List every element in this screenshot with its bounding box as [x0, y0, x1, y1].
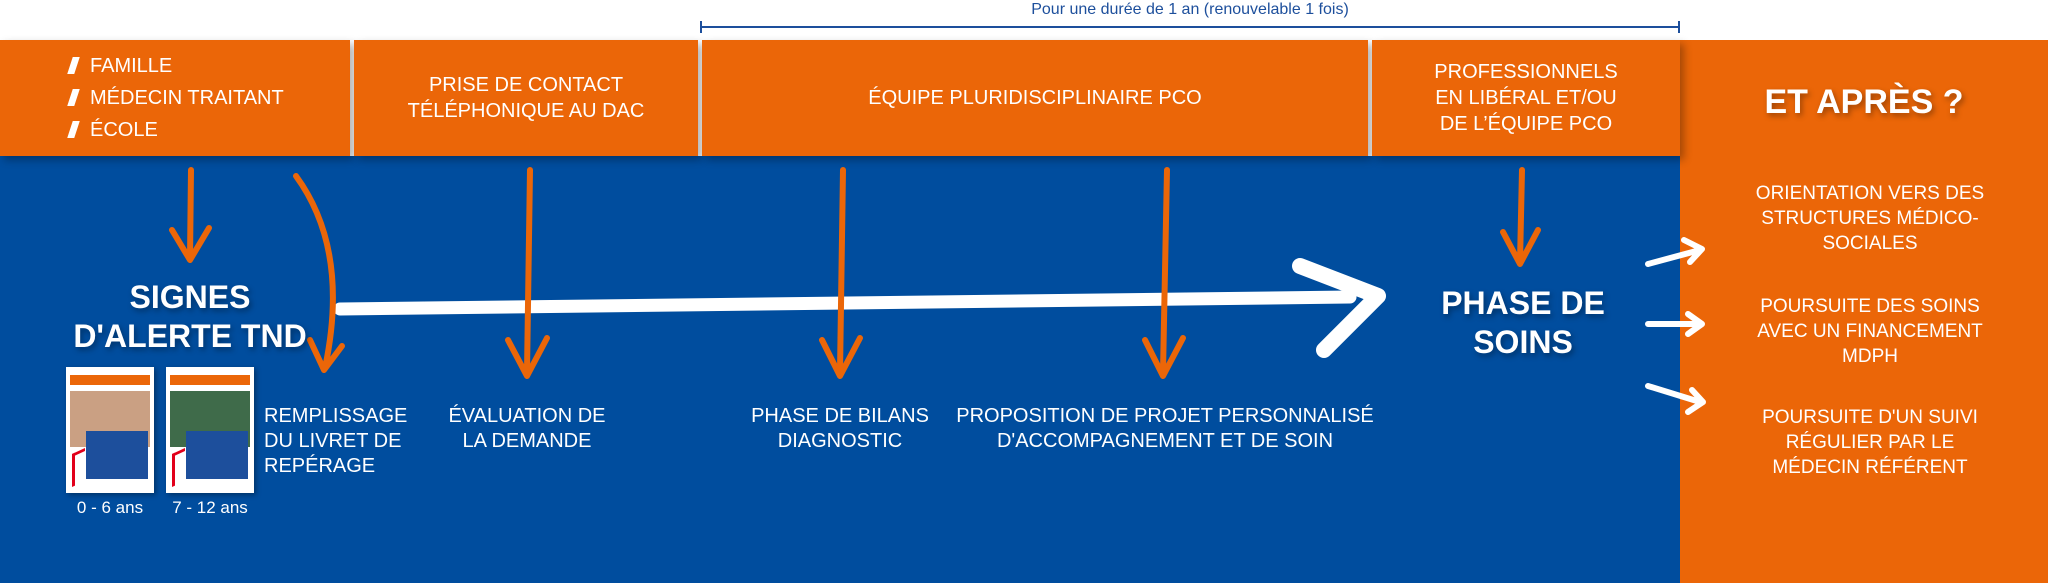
booklet-age-7-12: 7 - 12 ans — [172, 498, 248, 517]
step-contact: PRISE DE CONTACT TÉLÉPHONIQUE AU DAC — [354, 40, 698, 156]
step-team: ÉQUIPE PLURIDISCIPLINAIRE PCO — [702, 40, 1368, 156]
care-phase-title: PHASE DE SOINS — [1420, 284, 1626, 362]
stage-evaluation: ÉVALUATION DE LA DEMANDE — [448, 405, 606, 452]
signs-title-line1: SIGNES — [129, 279, 251, 315]
booklet-mark — [72, 447, 85, 488]
step-professionals-label: PROFESSIONNELS EN LIBÉRAL ET/OU DE L’ÉQU… — [1434, 61, 1618, 135]
after-item-referent: POURSUITE D'UN SUIVI RÉGULIER PAR LE MÉD… — [1762, 407, 1978, 478]
stage-bilans: PHASE DE BILANS DIAGNOSTIC — [751, 405, 929, 452]
after-arrow-2 — [1645, 311, 1705, 337]
booklet-0-6-image — [66, 367, 154, 493]
arrow-to-signs — [169, 167, 212, 263]
step-actors: FAMILLE MÉDECIN TRAITANT ÉCOLE — [0, 40, 350, 156]
booklet-age-0-6: 0 - 6 ans — [76, 498, 144, 517]
timeline-arrow — [333, 290, 1357, 316]
duration-label: Pour une durée de 1 an (renouvelable 1 f… — [1031, 1, 1349, 18]
booklet-7-12-image — [166, 367, 254, 493]
arrow-to-care — [1500, 167, 1541, 267]
step-professionals: PROFESSIONNELS EN LIBÉRAL ET/OU DE L’ÉQU… — [1372, 40, 1680, 156]
booklet-stripe — [170, 375, 250, 385]
after-title: ET APRÈS ? — [1764, 83, 1964, 121]
stage-livret: REMPLISSAGE DU LIVRET DE REPÉRAGE — [264, 405, 408, 477]
step-contact-label: PRISE DE CONTACT TÉLÉPHONIQUE AU DAC — [407, 74, 645, 122]
booklet-title-box — [86, 431, 148, 479]
arrow-to-bilans — [819, 167, 863, 379]
after-panel — [1680, 40, 2048, 583]
booklet-title-box — [186, 431, 248, 479]
stage-projet: PROPOSITION DE PROJET PERSONNALISÉ D'ACC… — [956, 405, 1374, 452]
arrow-to-projet — [1142, 167, 1186, 379]
care-phase-line2: SOINS — [1473, 324, 1573, 360]
duration-bracket — [700, 21, 1680, 33]
after-arrow-1 — [1645, 237, 1705, 267]
actor-doctor: MÉDECIN TRAITANT — [90, 82, 284, 114]
care-phase-line1: PHASE DE — [1441, 285, 1605, 321]
booklet-mark — [172, 447, 185, 488]
after-item-mdph: POURSUITE DES SOINS AVEC UN FINANCEMENT … — [1757, 296, 1983, 367]
actor-list: FAMILLE MÉDECIN TRAITANT ÉCOLE — [0, 50, 284, 146]
after-item-orientation: ORIENTATION VERS DES STRUCTURES MÉDICO- … — [1755, 183, 1985, 254]
timeline-arrowhead — [1292, 258, 1386, 358]
arrow-to-livret — [293, 173, 345, 373]
signs-title: SIGNES D'ALERTE TND — [60, 278, 320, 356]
actor-school: ÉCOLE — [90, 114, 284, 146]
arrow-to-evaluation — [505, 167, 550, 379]
signs-title-line2: D'ALERTE TND — [73, 318, 307, 354]
after-arrow-3 — [1645, 383, 1706, 415]
step-team-label: ÉQUIPE PLURIDISCIPLINAIRE PCO — [868, 87, 1202, 109]
actor-family: FAMILLE — [90, 50, 284, 82]
booklet-stripe — [70, 375, 150, 385]
